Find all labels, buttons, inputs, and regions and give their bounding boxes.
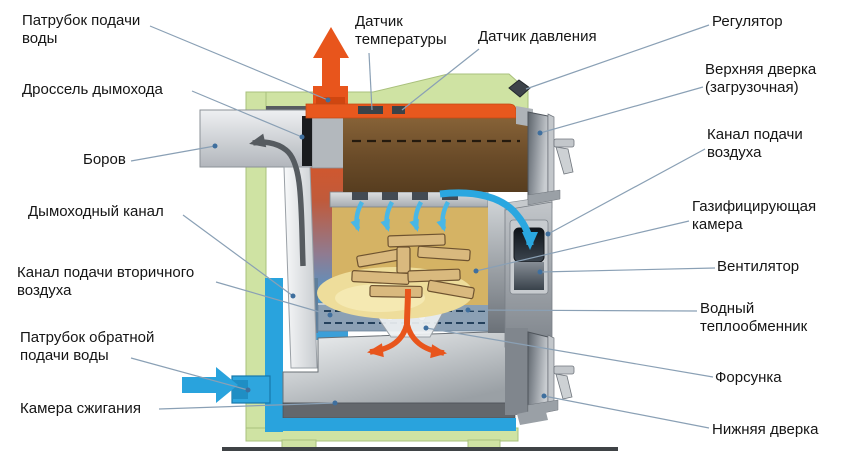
label-water-heat-exchanger: Водный теплообменник: [700, 300, 808, 335]
gasification-chamber-area: [317, 207, 488, 319]
label-chimney-channel: Дымоходный канал: [28, 203, 164, 220]
lower-door-assembly: [505, 328, 575, 425]
leader-line: [130, 357, 249, 391]
leader-line: [543, 395, 710, 429]
label-combustion-chamber: Камера сжигания: [20, 400, 141, 417]
label-pressure-sensor: Датчик давления: [478, 28, 597, 45]
label-return-water-pipe: Патрубок обратной подачи воды: [20, 329, 155, 364]
leader-line: [539, 267, 716, 273]
leader-line: [149, 25, 329, 101]
leader-line: [158, 402, 336, 410]
leader-line: [425, 327, 714, 378]
label-water-supply-pipe: Патрубок подачи воды: [22, 12, 141, 47]
leader-line: [182, 214, 294, 297]
leader-dots: [212, 97, 551, 406]
label-nozzle: Форсунка: [715, 369, 782, 386]
leader-line: [525, 24, 710, 90]
leader-line: [467, 309, 698, 312]
label-regulator: Регулятор: [712, 13, 783, 30]
water-inlet-arrow: [182, 367, 238, 403]
chimney-throttle-bar: [302, 116, 312, 166]
air-flow-arrows: [350, 189, 538, 250]
temperature-sensor-mark: [358, 106, 383, 114]
fuel-logs: [351, 233, 475, 300]
leader-line: [368, 52, 373, 111]
label-lower-door: Нижняя дверка: [712, 421, 819, 438]
flue-gas-arrow: [249, 133, 306, 267]
label-gasification-chamber: Газифицирующая камера: [692, 198, 817, 233]
lower-door-handle: [553, 365, 575, 375]
upper-door-assembly: [516, 106, 575, 206]
leader-line: [475, 220, 690, 272]
leader-line: [191, 90, 303, 138]
leader-line: [539, 86, 704, 134]
loading-chamber: [343, 113, 528, 192]
floor-line: [222, 447, 618, 451]
fan-intake-arrow: [439, 189, 538, 250]
label-temperature-sensor: Датчик температуры: [355, 13, 447, 48]
exhaust-up-arrow: [313, 27, 349, 96]
leader-lines: [130, 24, 716, 429]
leader-line: [547, 148, 706, 235]
leader-line: [215, 281, 331, 316]
label-flue-duct: Боров: [83, 151, 126, 168]
water-layer-bottom: [266, 418, 516, 431]
chimney-channel-shape: [249, 133, 318, 369]
return-water-inlet: [182, 367, 271, 404]
flame-arrows: [367, 288, 447, 359]
label-chimney-throttle: Дроссель дымохода: [22, 81, 163, 98]
leader-line: [401, 48, 480, 111]
combustion-chamber-box: [266, 330, 516, 431]
upper-door-handle: [553, 138, 575, 148]
leader-line: [130, 145, 216, 162]
chimney-assembly: [305, 27, 517, 119]
pressure-sensor-mark: [392, 106, 405, 114]
label-fan: Вентилятор: [717, 258, 800, 275]
label-air-supply-channel: Канал подачи воздуха: [707, 126, 803, 161]
label-secondary-air-channel: Канал подачи вторичного воздуха: [17, 264, 195, 299]
regulator-knob: [508, 79, 531, 98]
label-upper-door: Верхняя дверка (загрузочная): [705, 61, 817, 96]
flue-duct-pipe: [199, 106, 349, 169]
